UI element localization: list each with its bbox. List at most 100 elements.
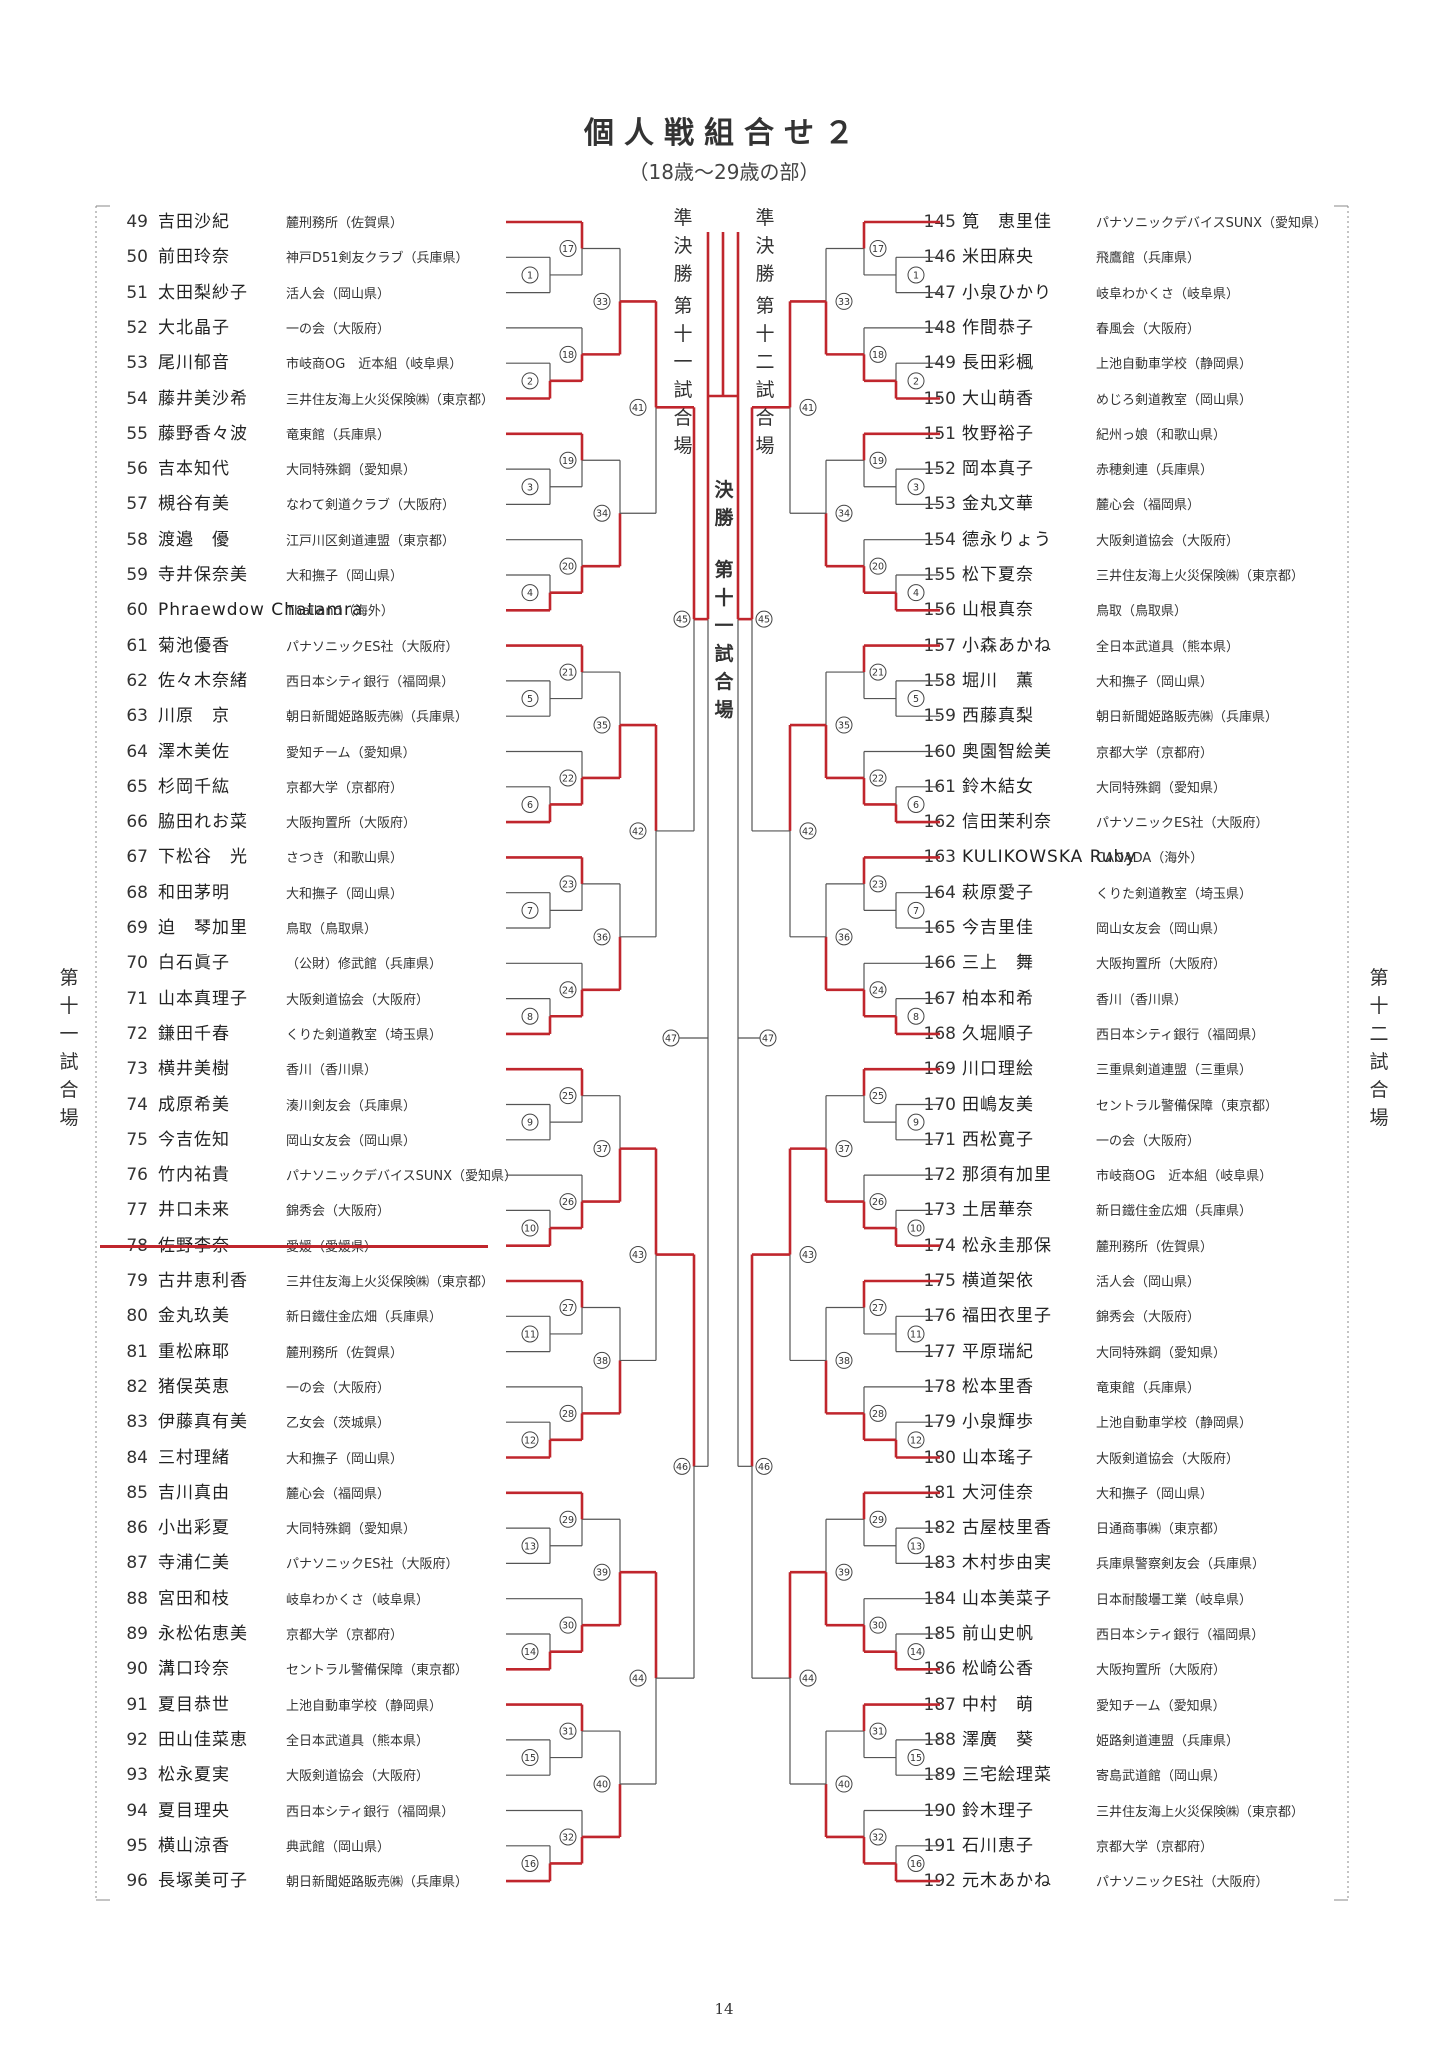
- svg-text:39: 39: [838, 1568, 850, 1579]
- entry-name: 永松佑恵美: [158, 1624, 248, 1644]
- entry-name: 作間恭子: [962, 317, 1034, 338]
- svg-text:19: 19: [872, 456, 884, 467]
- entry-number: 73: [126, 1059, 148, 1080]
- svg-text:21: 21: [872, 668, 884, 679]
- entry-club: 飛鷹館（兵庫県）: [1096, 251, 1201, 267]
- entry-club: 一の会（大阪府）: [286, 321, 391, 337]
- entry-club: 麓刑務所（佐賀県）: [286, 1345, 404, 1361]
- match-number: 47: [662, 1029, 680, 1047]
- entry-number: 58: [126, 529, 148, 550]
- entry-name: 迫 琴加里: [158, 918, 248, 938]
- match-number: 19: [559, 451, 577, 469]
- entry-name: 長田彩楓: [962, 353, 1034, 374]
- entry-name: 西松寛子: [962, 1129, 1034, 1150]
- svg-text:25: 25: [562, 1091, 574, 1102]
- match-number: 41: [629, 398, 647, 416]
- match-number: 2: [521, 372, 539, 390]
- match-number: 15: [907, 1749, 925, 1767]
- svg-text:1: 1: [913, 270, 919, 281]
- entry-name: 寺浦仁美: [158, 1553, 230, 1574]
- entry-club: 麓刑務所（佐賀県）: [286, 216, 404, 231]
- entry-number: 59: [126, 565, 148, 585]
- svg-text:7: 7: [913, 906, 919, 917]
- entry-club: 西日本シティ銀行（福岡県）: [1096, 1628, 1265, 1643]
- svg-text:31: 31: [562, 1727, 574, 1738]
- match-number: 35: [835, 716, 853, 734]
- entry-club: くりた剣道教室（埼玉県）: [1096, 886, 1253, 902]
- svg-text:31: 31: [872, 1727, 884, 1738]
- entry-club: さつき（和歌山県）: [286, 851, 404, 867]
- match-number: 13: [521, 1537, 539, 1555]
- svg-text:10: 10: [910, 1224, 922, 1235]
- entry-number: 68: [126, 882, 148, 903]
- svg-text:4: 4: [527, 588, 533, 599]
- svg-text:45: 45: [676, 615, 688, 626]
- match-number: 46: [755, 1457, 773, 1475]
- svg-text:29: 29: [562, 1515, 574, 1526]
- entry-club: 紀州っ娘（和歌山県）: [1096, 427, 1227, 443]
- entry-number: 65: [126, 776, 148, 797]
- entry-club: くりた剣道教室（埼玉県）: [286, 1027, 443, 1043]
- entry-number: 85: [126, 1482, 148, 1503]
- svg-text:22: 22: [562, 773, 574, 784]
- entry-club: 麓心会（福岡県）: [286, 1486, 391, 1502]
- entry-name: 古井恵利香: [158, 1271, 248, 1291]
- svg-text:41: 41: [632, 403, 644, 414]
- svg-text:28: 28: [872, 1409, 884, 1420]
- match-number: 8: [907, 1007, 925, 1025]
- match-number: 33: [835, 292, 853, 310]
- entry-name: 佐々木奈緒: [158, 670, 248, 691]
- match-number: 8: [521, 1007, 539, 1025]
- entry-club: 赤穂剣連（兵庫県）: [1096, 463, 1214, 479]
- match-number: 44: [799, 1669, 817, 1687]
- svg-text:13: 13: [910, 1541, 922, 1552]
- svg-text:11: 11: [910, 1329, 922, 1340]
- svg-text:47: 47: [665, 1034, 677, 1045]
- match-number: 47: [759, 1029, 777, 1047]
- match-number: 22: [869, 769, 887, 787]
- match-number: 17: [869, 239, 887, 257]
- entry-club: 香川（香川県）: [286, 1063, 378, 1079]
- entry-number: 56: [126, 459, 148, 480]
- entry-number: 93: [126, 1765, 148, 1786]
- svg-text:37: 37: [838, 1144, 850, 1155]
- entry-number: 80: [126, 1306, 148, 1327]
- entry-name: 山根真奈: [962, 600, 1034, 621]
- match-number: 23: [559, 875, 577, 893]
- entry-number: 51: [126, 282, 148, 303]
- match-number: 28: [559, 1404, 577, 1422]
- entry-club: 麓心会（福岡県）: [1096, 498, 1201, 514]
- entry-club: セントラル警備保障（東京都）: [286, 1663, 469, 1679]
- entry-name: 長塚美可子: [158, 1871, 248, 1892]
- entry-number: 70: [126, 953, 148, 974]
- match-number: 5: [907, 690, 925, 708]
- match-number: 44: [629, 1669, 647, 1687]
- entry-club: 活人会（岡山県）: [286, 286, 391, 302]
- entry-name: 平原瑞紀: [962, 1341, 1034, 1362]
- final-label: 決勝: [714, 479, 734, 529]
- match-number: 29: [869, 1510, 887, 1528]
- match-number: 14: [521, 1643, 539, 1661]
- entry-club: （公財）修武館（兵庫県）: [286, 957, 443, 973]
- match-number: 24: [869, 981, 887, 999]
- entry-name: 宮田和枝: [158, 1588, 230, 1609]
- svg-text:14: 14: [910, 1647, 922, 1658]
- match-number: 40: [835, 1775, 853, 1793]
- match-number: 9: [521, 1113, 539, 1131]
